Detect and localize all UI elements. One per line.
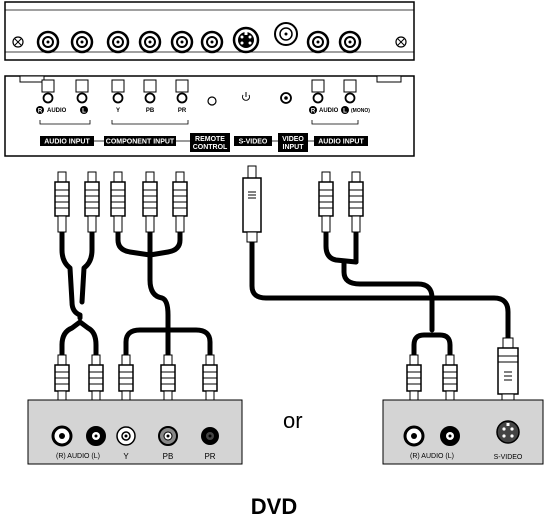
small-jack-icon [343,79,357,104]
audio-input-label-right: AUDIO INPUT [318,139,364,146]
audio-label-left: AUDIO [47,108,67,114]
audio-r-letter: R [38,109,43,115]
small-jack-icon [175,79,189,104]
rca-jack-icon [201,427,219,445]
jack-label-pb: PB [146,108,155,114]
rca-jack-icon [106,30,130,54]
rca-jack-icon [51,425,73,447]
audio-input-label-box [40,136,94,146]
s-video-jack-icon [232,26,260,54]
rca-jack-icon [86,426,106,446]
rca-plug-icon [318,171,334,233]
device-svideo-label: S-VIDEO [494,454,523,461]
rca-jack-icon [138,30,162,54]
rca-jack-icon [158,426,178,446]
remote-control-label-2: CONTROL [193,144,228,151]
audio-r-badge [309,106,317,114]
screw-icon [12,36,24,48]
jack-label-pr: PR [178,108,187,114]
small-jack-icon [311,79,325,104]
rca-jack-icon [170,30,194,54]
device-pb-label: PB [163,452,174,461]
s-video-label-box [234,136,272,146]
device-title: DVD [250,494,298,519]
small-jack-icon [111,79,125,104]
s-video-jack-icon [496,420,520,444]
video-input-label-2: INPUT [283,144,305,151]
video-input-label-1: VIDEO [282,136,304,143]
cables [59,229,511,358]
tv-input-panel: R AUDIO L Y PB PR R AUDIO L (MONO) AUDIO… [4,75,415,157]
small-jack-icon [143,79,157,104]
rca-jack-icon [403,425,425,447]
rca-jack-icon [116,426,136,446]
rf-connector-icon [274,22,298,46]
component-input-label: COMPONENT INPUT [106,139,175,146]
rca-jack-icon [36,30,60,54]
rca-plug-icon [84,171,100,233]
audio-l-letter: L [82,109,86,115]
audio-input-label-left: AUDIO INPUT [44,139,90,146]
rca-plug-icon [54,171,70,233]
jack-label-y: Y [116,108,120,114]
screw-icon [395,36,407,48]
rca-plug-icon [118,354,134,412]
mono-label: (MONO) [351,108,370,114]
video-input-label-box [278,133,308,152]
remote-control-label-1: REMOTE [195,136,225,143]
remote-control-label-box [190,133,230,152]
tv-top-panel [4,1,415,61]
audio-r-badge [36,106,44,114]
power-symbol-icon [242,92,250,101]
remote-jack-icon [207,96,217,106]
rca-plug-icon [142,171,158,233]
rca-jack-icon [338,30,362,54]
rca-jack-icon [306,30,330,54]
audio-label-right: AUDIO [319,108,339,114]
audio-l-badge [341,106,349,114]
audio-l-badge [80,106,88,114]
s-video-label: S-VIDEO [239,139,268,146]
device-audio-label: (R) AUDIO (L) [410,453,454,460]
audio-l-letter: L [343,109,347,115]
rca-jack-icon [440,426,460,446]
component-input-label-box [104,136,176,146]
dvd-device-svideo: (R) AUDIO (L) S-VIDEO [382,399,544,465]
s-video-plug-icon [242,165,262,243]
rca-plug-icon [172,171,188,233]
device-pr-label: PR [204,452,215,461]
dvd-device-component: (R) AUDIO (L) Y PB PR [27,399,243,465]
or-label: or [283,408,303,433]
audio-input-label-box [314,136,368,146]
rca-jack-icon [200,30,224,54]
device-y-label: Y [123,452,129,461]
device-audio-label: (R) AUDIO (L) [56,453,100,460]
rca-jack-icon [70,30,94,54]
rca-plug-icon [110,171,126,233]
rca-plugs-upper [54,165,364,243]
audio-r-letter: R [311,109,316,115]
video-jack-icon [280,92,292,104]
small-jack-icon [75,79,89,104]
small-jack-icon [41,79,55,104]
rca-plug-icon [348,171,364,233]
